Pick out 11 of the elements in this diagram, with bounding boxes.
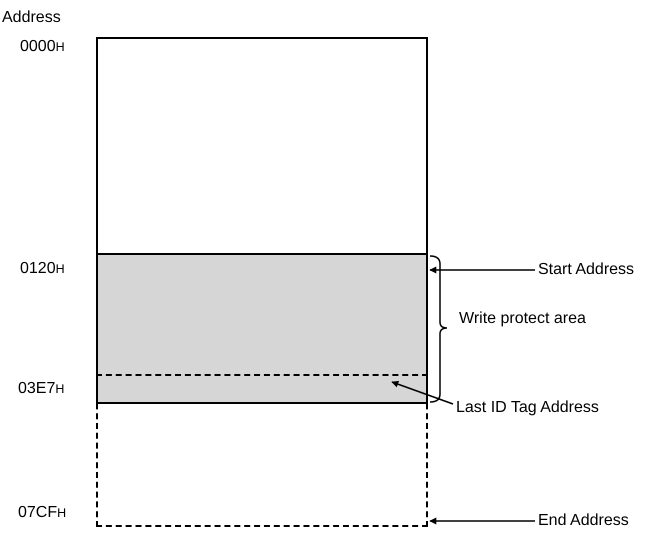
arrow	[429, 518, 535, 524]
bracket-label: Write protect area	[459, 309, 586, 329]
callout-text: Start Address	[538, 260, 634, 280]
memory-block	[96, 37, 428, 255]
axis-title: Address	[2, 8, 61, 28]
callout-text: End Address	[538, 511, 629, 531]
shaded-memory-block	[96, 253, 428, 404]
leader-line	[391, 380, 454, 405]
arrow	[429, 266, 535, 274]
dashed-memory-block	[96, 374, 428, 527]
callout-text: Last ID Tag Address	[456, 398, 599, 418]
